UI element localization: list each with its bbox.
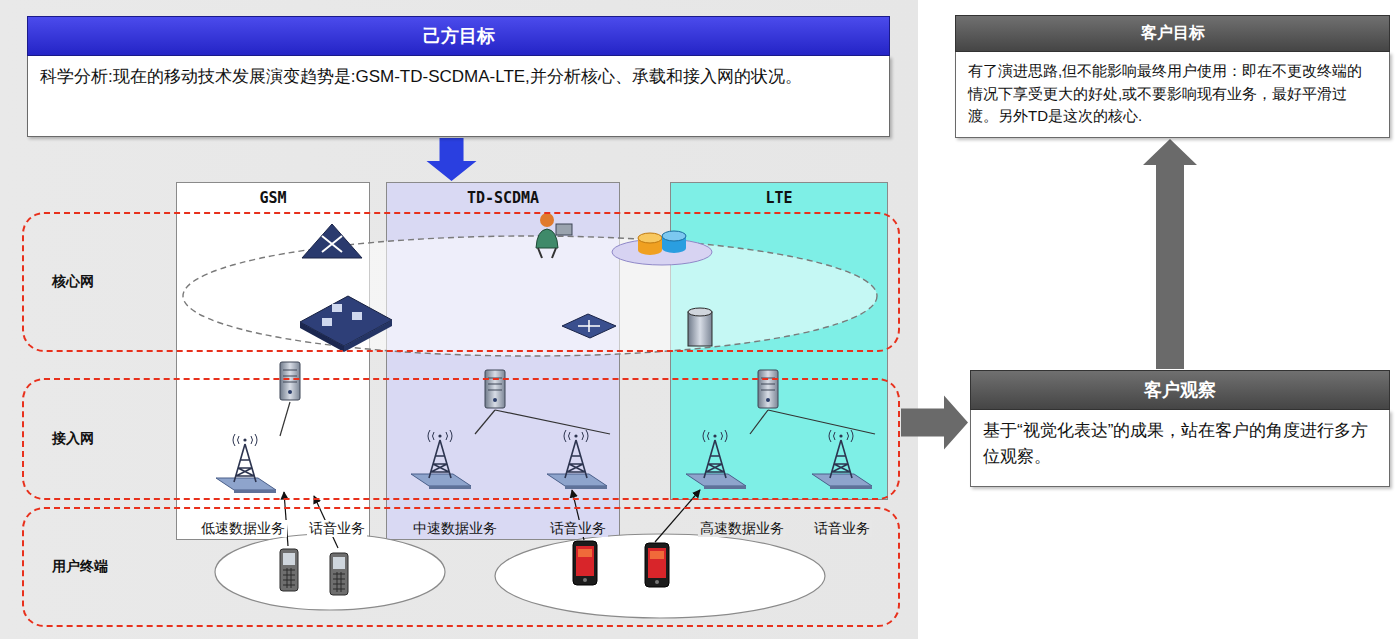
body-text: 基于“视觉化表达”的成果，站在客户的角度进行多方位观察。	[983, 418, 1377, 469]
servers	[280, 362, 300, 400]
service-label: 低速数据业务	[199, 520, 287, 537]
core-cloud	[183, 236, 877, 356]
terminal-clouds	[215, 534, 825, 618]
flow-arrow	[1143, 139, 1197, 369]
region-label: 用户终端	[52, 558, 108, 576]
service-label: 话音业务	[307, 520, 367, 537]
operator-icon	[538, 248, 556, 258]
body-box: 有了演进思路,但不能影响最终用户使用：即在不更改终端的情况下享受更大的好处,或不…	[955, 52, 1390, 138]
column-title: LTE	[671, 183, 887, 207]
network-layer-region: 核心网	[22, 212, 900, 352]
operator-icon	[540, 213, 554, 227]
core-cloud	[183, 236, 877, 356]
switch-icon	[562, 314, 616, 338]
header-text: 客户观察	[981, 378, 1379, 402]
storage-icon	[688, 308, 712, 316]
service-label: 高速数据业务	[698, 520, 786, 537]
servers	[485, 370, 505, 408]
network-layer-region: 接入网	[22, 378, 900, 500]
region-label: 接入网	[52, 430, 94, 448]
header-text: 客户目标	[966, 23, 1379, 44]
database-icon	[662, 231, 686, 241]
column-title: GSM	[177, 183, 369, 207]
service-label: 话音业务	[812, 520, 872, 537]
goal-box: 己方目标科学分析:现在的移动技术发展演变趋势是:GSM-TD-SCDMA-LTE…	[27, 16, 890, 137]
phones	[280, 541, 669, 595]
storage-icon	[688, 308, 712, 346]
phones	[573, 541, 597, 585]
network-management-icon	[332, 304, 342, 312]
switch-icon	[562, 314, 616, 338]
body-box: 科学分析:现在的移动技术发展演变趋势是:GSM-TD-SCDMA-LTE,并分析…	[27, 56, 890, 137]
switch-icon	[578, 320, 600, 332]
network-management-icon	[322, 318, 332, 326]
header-text: 己方目标	[38, 24, 879, 48]
network-management-icon	[300, 296, 392, 346]
operator-icon	[556, 224, 572, 235]
storage-icon	[688, 312, 712, 346]
servers	[758, 370, 778, 408]
terminal-clouds	[495, 534, 825, 618]
phones	[280, 549, 298, 591]
region-label: 核心网	[52, 273, 94, 291]
header-bar: 客户目标	[955, 15, 1390, 52]
service-label: 话音业务	[548, 520, 608, 537]
body-text: 科学分析:现在的移动技术发展演变趋势是:GSM-TD-SCDMA-LTE,并分析…	[40, 64, 877, 90]
body-box: 基于“视觉化表达”的成果，站在客户的角度进行多方位观察。	[970, 410, 1390, 487]
database-icon	[638, 233, 662, 243]
header-bar: 客户观察	[970, 370, 1390, 410]
goal-box: 客户目标有了演进思路,但不能影响最终用户使用：即在不更改终端的情况下享受更大的好…	[955, 15, 1390, 138]
service-label: 中速数据业务	[411, 520, 499, 537]
network-management-icon	[352, 312, 362, 320]
phones	[645, 543, 669, 587]
phones	[330, 553, 348, 595]
flow-arrow	[901, 396, 968, 450]
network-management-icon	[344, 320, 392, 352]
flow-arrow	[427, 138, 477, 181]
body-text: 有了演进思路,但不能影响最终用户使用：即在不更改终端的情况下享受更大的好处,或不…	[968, 60, 1377, 128]
header-bar: 己方目标	[27, 16, 890, 56]
goal-box: 客户观察基于“视觉化表达”的成果，站在客户的角度进行多方位观察。	[970, 370, 1390, 487]
terminal-clouds	[215, 534, 445, 610]
router-icon	[322, 236, 342, 252]
column-title: TD-SCDMA	[387, 183, 619, 207]
